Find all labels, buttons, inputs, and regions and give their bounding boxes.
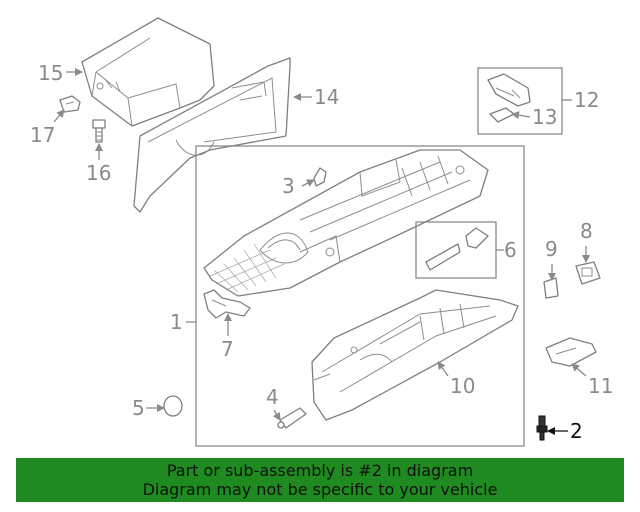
callout-5: 5 bbox=[132, 396, 145, 420]
banner-line-2: Diagram may not be specific to your vehi… bbox=[142, 480, 498, 499]
callout-17: 17 bbox=[30, 123, 55, 147]
part-12-lamp bbox=[487, 73, 531, 107]
assembly-1-frame bbox=[195, 145, 525, 447]
callout-7: 7 bbox=[221, 337, 234, 361]
part-15-storage-bin bbox=[81, 17, 215, 127]
callout-1: 1 bbox=[170, 310, 183, 334]
part-7-latch bbox=[203, 289, 251, 319]
callout-15: 15 bbox=[38, 61, 63, 85]
part-16-screw bbox=[92, 119, 106, 143]
info-banner: Part or sub-assembly is #2 in diagram Di… bbox=[16, 458, 624, 502]
callout-6: 6 bbox=[504, 238, 517, 262]
part-13-bulb bbox=[489, 107, 515, 123]
callout-11: 11 bbox=[588, 374, 613, 398]
part-8-switch bbox=[575, 261, 601, 285]
part-10-glove-box bbox=[311, 289, 519, 421]
part-4-damper bbox=[277, 407, 307, 429]
callout-14: 14 bbox=[314, 85, 339, 109]
callout-2: 2 bbox=[570, 419, 583, 443]
callout-13: 13 bbox=[532, 105, 557, 129]
leader-lines bbox=[53, 68, 590, 435]
parts-diagram: 15 14 17 16 3 1 7 6 9 8 12 13 4 5 10 11 … bbox=[30, 17, 613, 447]
glove-box-housing bbox=[203, 149, 489, 297]
part-3-clip bbox=[313, 167, 327, 187]
part-6-bracket bbox=[425, 227, 489, 271]
part-9-insert bbox=[543, 277, 559, 299]
part-2-screw bbox=[536, 415, 548, 441]
banner-line-1: Part or sub-assembly is #2 in diagram bbox=[166, 461, 474, 480]
part-5-bumper bbox=[163, 395, 183, 417]
callout-16: 16 bbox=[86, 161, 111, 185]
callout-9: 9 bbox=[545, 237, 558, 261]
callout-8: 8 bbox=[580, 219, 593, 243]
part-11-bracket bbox=[545, 337, 597, 367]
callout-4: 4 bbox=[266, 385, 279, 409]
part-12-frame bbox=[477, 67, 563, 135]
callout-12: 12 bbox=[574, 88, 599, 112]
callout-10: 10 bbox=[450, 374, 475, 398]
callout-3: 3 bbox=[282, 174, 295, 198]
part-17-clip bbox=[59, 95, 81, 113]
